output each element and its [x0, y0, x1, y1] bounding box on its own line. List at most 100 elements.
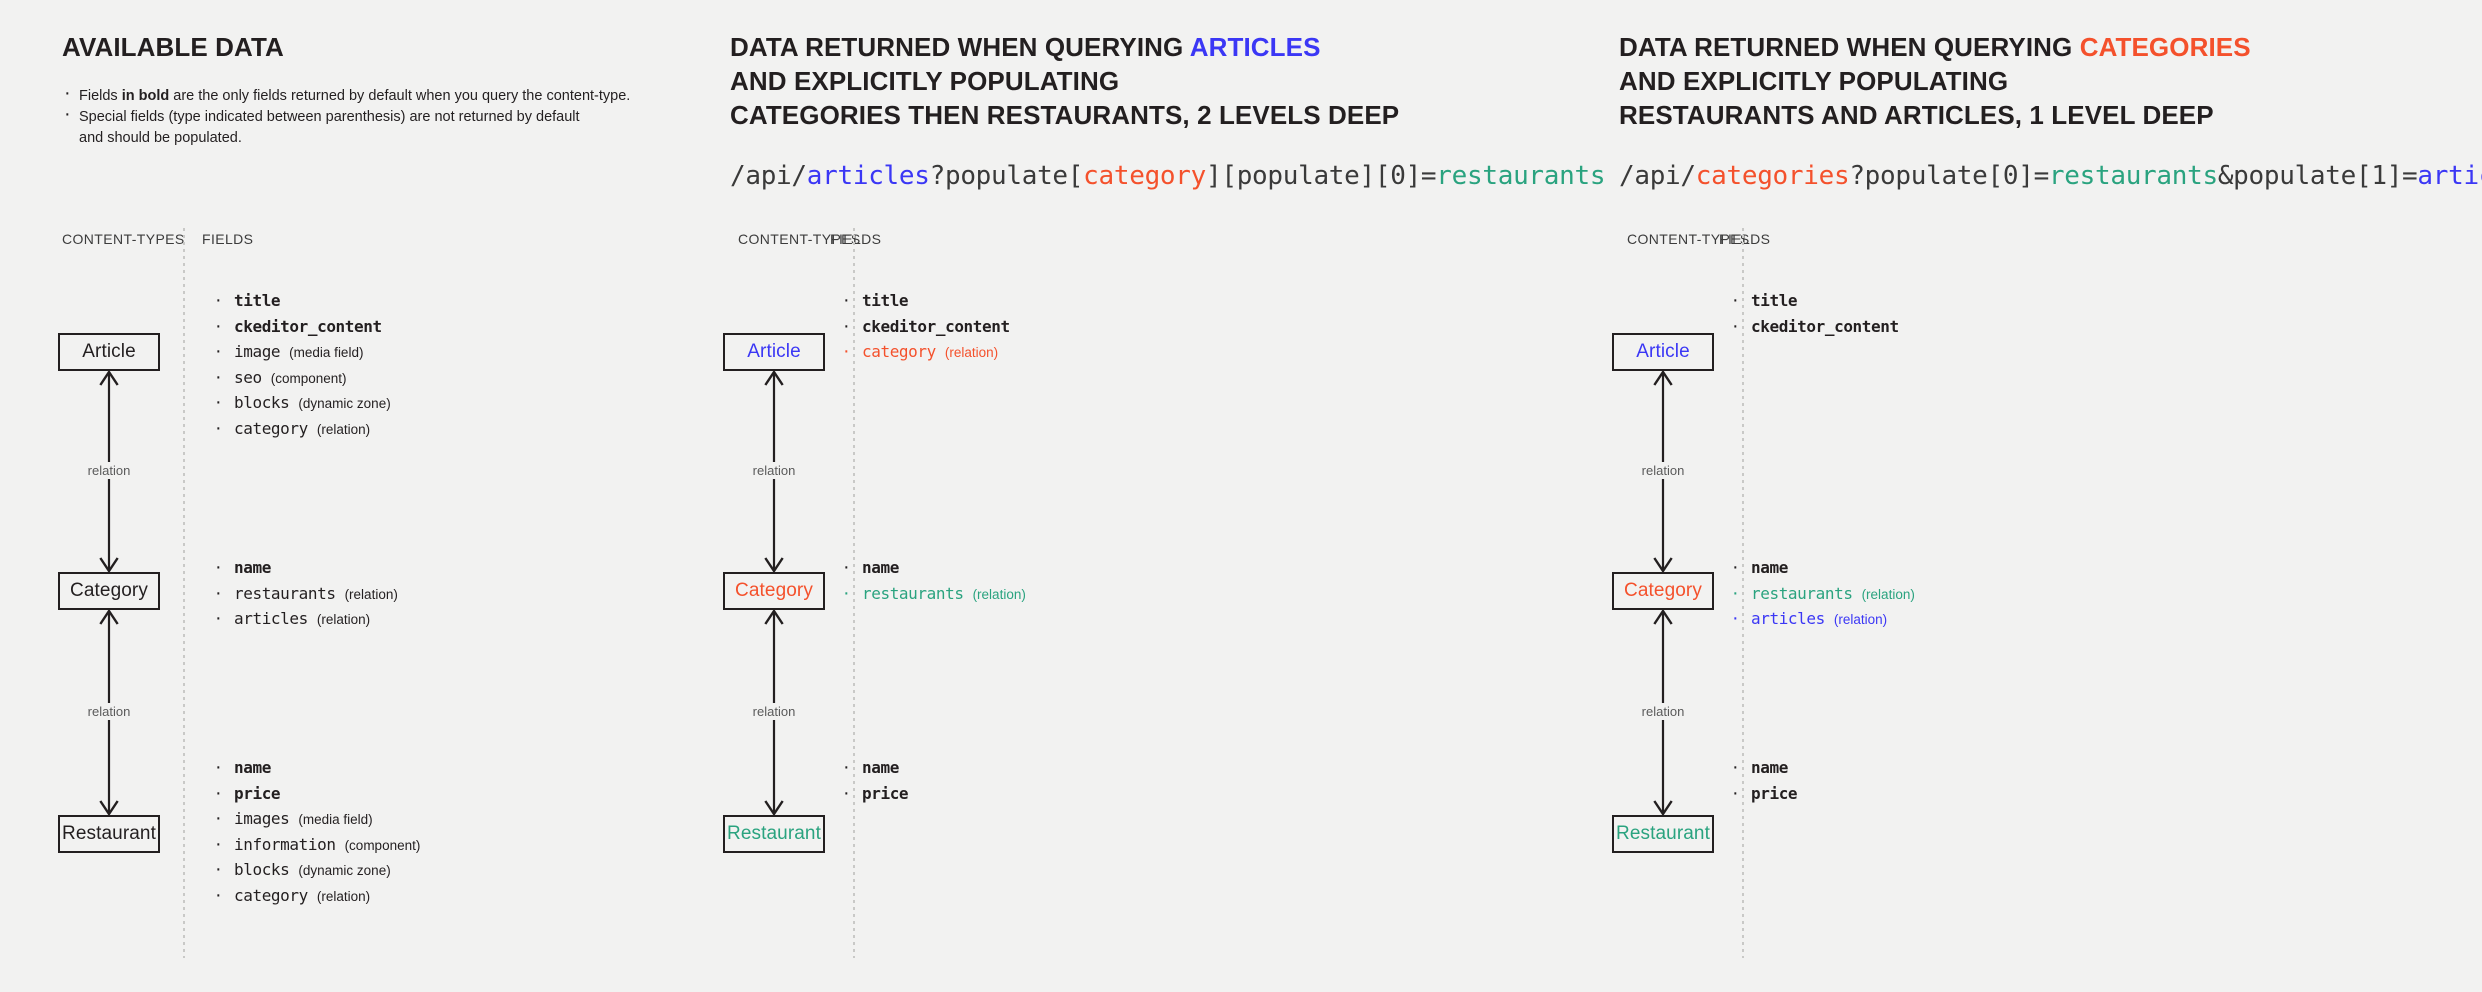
- field-item: restaurants(relation): [212, 581, 398, 607]
- entity-label: Restaurant: [727, 823, 821, 844]
- relation-label: relation: [1603, 461, 1723, 479]
- entity-box-category: Category: [1612, 572, 1714, 610]
- field-item: images (media field): [212, 806, 420, 832]
- field-name: restaurants: [1751, 583, 1853, 603]
- entity-label: Article: [82, 341, 136, 362]
- field-item: category (relation): [212, 883, 420, 909]
- field-name: title: [1751, 291, 1798, 310]
- title-line: AVAILABLE DATA: [62, 30, 630, 64]
- relation-label: relation: [1603, 702, 1723, 720]
- column-label-fields: FIELDS: [1719, 231, 1771, 247]
- field-type: (component): [270, 370, 347, 386]
- title-line: RESTAURANTS AND ARTICLES, 1 LEVEL DEEP: [1619, 98, 2482, 132]
- title-segment: RESTAURANTS AND ARTICLES, 1 LEVEL DEEP: [1619, 100, 2214, 130]
- title-segment: AND EXPLICITLY POPULATING: [1619, 66, 2009, 96]
- column-label-fields: FIELDS: [202, 231, 254, 247]
- field-type: (media field): [289, 345, 364, 360]
- field-name: name: [862, 758, 899, 777]
- field-name: articles: [234, 609, 308, 628]
- column-label-content-types: CONTENT-TYPES: [62, 231, 185, 247]
- field-name: name: [234, 758, 271, 777]
- field-name: restaurants: [862, 583, 964, 603]
- field-item: title: [1729, 288, 1899, 314]
- column-label-content-types: CONTENT-TYPES: [738, 231, 861, 247]
- field-type: (relation): [972, 586, 1026, 602]
- field-group-restaurant: nameprice: [840, 755, 909, 806]
- field-group-article: titleckeditor_contentimage(media field)s…: [212, 288, 391, 441]
- relation-arrow: relation: [49, 610, 169, 815]
- field-type: (relation): [944, 345, 999, 360]
- relation-arrow: relation: [1603, 610, 1723, 815]
- relation-label: relation: [49, 461, 169, 479]
- field-item: name: [1729, 755, 1797, 781]
- field-item: name: [840, 755, 908, 781]
- title-segment: DATA RETURNED WHEN QUERYING: [1619, 32, 2080, 62]
- field-group-category: namerestaurants (relation)articles (relati…: [1729, 555, 1915, 632]
- field-name: category: [862, 342, 936, 361]
- field-item: blocks (dynamic zone): [212, 390, 391, 416]
- note-emphasis: in bold: [121, 88, 170, 104]
- field-item: articles (relation): [1729, 606, 1915, 632]
- title-segment: ARTICLES: [1189, 32, 1321, 62]
- relation-label: relation: [714, 461, 834, 479]
- endpoint-segment: articles: [2417, 161, 2482, 191]
- title-segment: CATEGORIES THEN RESTAURANTS, 2 LEVELS DE…: [730, 100, 1400, 130]
- field-item: ckeditor_content: [212, 314, 391, 340]
- field-name: information: [234, 834, 336, 854]
- endpoint-segment: articles: [806, 161, 930, 191]
- field-item: category (relation): [840, 339, 1010, 365]
- endpoint-segment: /api/: [1619, 161, 1696, 191]
- entity-label: Category: [1624, 580, 1702, 601]
- entity-box-category: Category: [723, 572, 825, 610]
- entity-label: Restaurant: [62, 823, 156, 844]
- field-name: title: [862, 291, 909, 310]
- field-name: category: [234, 418, 308, 438]
- api-endpoint: /api/articles?populate[category][populat…: [730, 160, 1605, 192]
- field-name: ckeditor_content: [862, 316, 1010, 336]
- field-name: image: [234, 342, 281, 361]
- note-item: Fields in bold are the only fields retur…: [62, 83, 630, 107]
- endpoint-segment: categories: [1695, 161, 1850, 191]
- field-type: (dynamic zone): [298, 396, 391, 411]
- field-name: category: [234, 885, 308, 905]
- field-item: name: [1729, 555, 1915, 581]
- title-line: DATA RETURNED WHEN QUERYING CATEGORIES: [1619, 30, 2482, 64]
- field-item: ckeditor_content: [1729, 314, 1899, 340]
- field-type: (media field): [298, 812, 373, 827]
- entity-box-article: Article: [58, 333, 160, 371]
- field-type: (relation): [316, 888, 371, 904]
- field-type: (relation): [1833, 612, 1888, 627]
- field-item: price: [1729, 781, 1798, 807]
- entity-box-restaurant: Restaurant: [1612, 815, 1714, 853]
- field-type: (dynamic zone): [298, 863, 391, 878]
- field-name: ckeditor_content: [1751, 316, 1899, 336]
- field-item: restaurants (relation): [840, 581, 1026, 607]
- endpoint-segment: ][populate][0]=: [1205, 161, 1437, 191]
- relation-arrow: relation: [1603, 371, 1723, 572]
- entity-box-restaurant: Restaurant: [723, 815, 825, 853]
- endpoint-segment: /api/: [730, 161, 807, 191]
- note-item: Special fields (type indicated between p…: [62, 104, 630, 149]
- entity-box-restaurant: Restaurant: [58, 815, 160, 853]
- field-item: articles(relation): [212, 606, 398, 632]
- field-name: price: [1751, 783, 1798, 803]
- entity-box-category: Category: [58, 572, 160, 610]
- entity-label: Article: [1636, 341, 1690, 362]
- field-name: images: [234, 809, 290, 828]
- field-group-restaurant: nameprice: [1729, 755, 1798, 807]
- field-name: title: [234, 291, 281, 310]
- relation-arrow: relation: [714, 371, 834, 572]
- field-name: articles: [1751, 609, 1825, 628]
- page-title: AVAILABLE DATA: [62, 30, 630, 64]
- field-name: blocks: [234, 393, 290, 412]
- entity-label: Category: [735, 580, 813, 601]
- field-item: information(component): [212, 832, 420, 858]
- column-label-fields: FIELDS: [830, 231, 882, 247]
- field-name: blocks: [234, 860, 290, 879]
- title-segment: AVAILABLE DATA: [62, 32, 284, 62]
